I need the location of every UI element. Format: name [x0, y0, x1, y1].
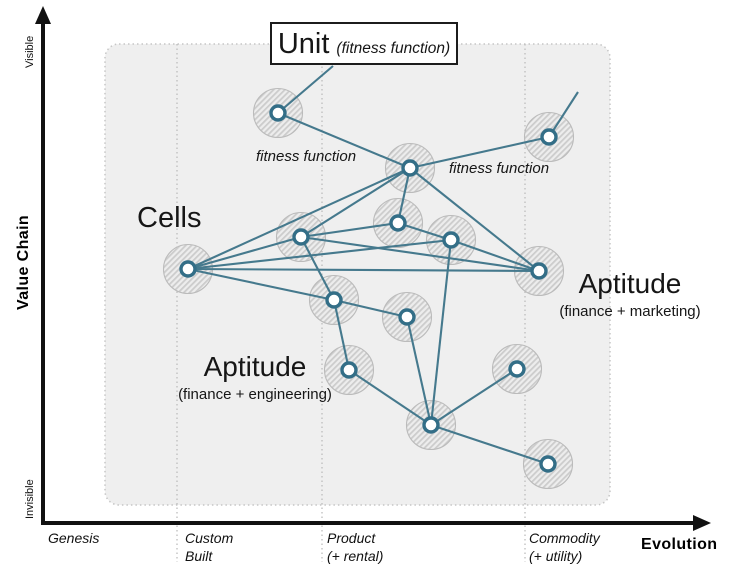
- map-node-n4[interactable]: [389, 214, 407, 232]
- map-node-n1[interactable]: [269, 104, 287, 122]
- aptitude-engineering-subtitle: (finance + engineering): [178, 386, 332, 403]
- stage-custom-built-label: Custom Built: [185, 530, 234, 565]
- fitness-function-label-right: fitness function: [449, 160, 550, 177]
- map-edge-n9-n11: [332, 299, 351, 371]
- map-edge-n4-n7: [397, 222, 452, 241]
- value-chain-axis-arrowhead: [35, 6, 51, 24]
- aptitude-engineering-label: Aptitude (finance + engineering): [160, 351, 350, 403]
- map-edge-n7-n12: [429, 239, 453, 426]
- map-node-n8[interactable]: [530, 262, 548, 280]
- map-edge-n2-n3: [409, 135, 550, 170]
- invisible-axis-label: Invisible: [24, 479, 36, 519]
- map-edge-n6-n8: [187, 267, 540, 273]
- map-edge-n5-n9: [300, 236, 335, 301]
- map-edge-n4-n5: [300, 221, 399, 239]
- aptitude-engineering-title: Aptitude: [203, 351, 307, 382]
- map-node-n12[interactable]: [422, 416, 440, 434]
- map-edge-n9-n10: [333, 298, 408, 319]
- stage-commodity-label: Commodity (+ utility): [529, 530, 600, 565]
- aptitude-marketing-title: Aptitude: [578, 268, 682, 299]
- map-edge-n5-n8: [300, 235, 540, 273]
- visible-axis-label: Visible: [24, 35, 36, 68]
- map-edge-n6-n7: [187, 238, 452, 271]
- map-node-n3[interactable]: [540, 128, 558, 146]
- evolution-axis-label: Evolution: [641, 536, 718, 553]
- node-halos: [162, 87, 575, 490]
- map-node-n2[interactable]: [401, 159, 419, 177]
- aptitude-marketing-subtitle: (finance + marketing): [559, 303, 701, 320]
- unit-label-box[interactable]: Unit (fitness function): [270, 22, 458, 65]
- map-edges: [187, 65, 579, 465]
- map-edge-n12-n14: [430, 424, 549, 465]
- map-edge-n11-n12: [348, 369, 432, 426]
- unit-label: Unit: [277, 28, 330, 60]
- map-edge-n1-n2: [277, 112, 411, 169]
- aptitude-marketing-label: Aptitude (finance + marketing): [535, 268, 725, 320]
- map-edge-n6-n9: [187, 267, 335, 302]
- axes: [35, 6, 711, 531]
- map-node-n13[interactable]: [508, 360, 526, 378]
- unit-box-connector: [277, 65, 334, 114]
- map-nodes: [179, 104, 558, 473]
- map-edge-n2-n4: [396, 167, 412, 224]
- map-edge-n10-n12: [405, 316, 433, 426]
- map-edge-n2-n5: [300, 167, 411, 238]
- map-node-n10[interactable]: [398, 308, 416, 326]
- map-edge-n2-n6: [187, 167, 411, 270]
- fitness-function-label-left: fitness function: [256, 148, 357, 165]
- map-edge-n2-n8: [409, 167, 540, 272]
- map-edge-n7-n8: [450, 239, 540, 272]
- map-node-n5[interactable]: [292, 228, 310, 246]
- offmap-connector: [548, 91, 579, 138]
- map-edge-n5-n6: [187, 235, 302, 271]
- evolution-axis-arrowhead: [693, 515, 711, 531]
- stage-genesis-label: Genesis: [48, 530, 100, 546]
- value-chain-axis-label: Value Chain: [15, 214, 32, 310]
- map-node-n7[interactable]: [442, 231, 460, 249]
- map-edge-n12-n13: [430, 368, 518, 426]
- map-node-n14[interactable]: [539, 455, 557, 473]
- unit-sublabel: (fitness function): [336, 40, 451, 57]
- map-node-n9[interactable]: [325, 291, 343, 309]
- cells-label: Cells: [137, 202, 202, 234]
- map-node-n6[interactable]: [179, 260, 197, 278]
- stage-product-label: Product (+ rental): [327, 530, 384, 565]
- map-node-n11[interactable]: [340, 361, 358, 379]
